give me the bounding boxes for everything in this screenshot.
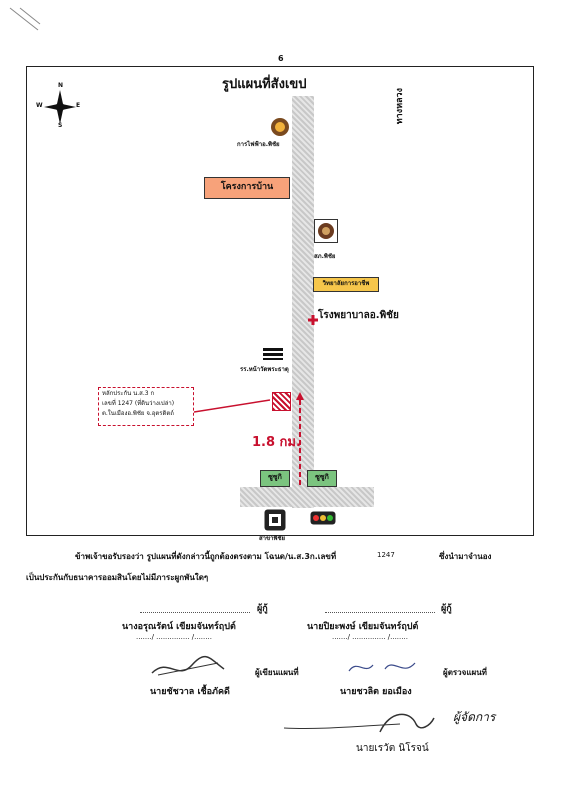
map-frame-right bbox=[533, 66, 534, 536]
map-maker-name: นายชัชวาล เชื้อภัคดี bbox=[150, 687, 230, 697]
callout-arrow bbox=[193, 396, 274, 416]
compass-w: W bbox=[36, 102, 43, 109]
road-label: ทางหลวง bbox=[395, 88, 405, 125]
traffic-light-icon bbox=[310, 510, 336, 525]
electricity-logo-icon bbox=[270, 117, 290, 137]
certification-suffix: ซึ่งนำมาจำนอง bbox=[439, 552, 492, 561]
compass-s: S bbox=[58, 122, 63, 129]
callout-line-2: เลขที่ 1247 (ที่ดินว่างเปล่า) bbox=[102, 400, 175, 407]
callout-line-3: ต.ในเมืองอ.พิชัย จ.อุตรดิตถ์ bbox=[102, 410, 174, 417]
hospital-label: โรงพยาบาลอ.พิชัย bbox=[318, 310, 399, 321]
party1-label: ผู้กู้ bbox=[257, 604, 268, 614]
map-maker-signature bbox=[148, 655, 228, 681]
police-logo-icon bbox=[314, 219, 338, 243]
map-checker-label: ผู้ตรวจแผนที่ bbox=[443, 668, 487, 677]
collateral-plot bbox=[272, 392, 291, 411]
map-frame-top bbox=[26, 66, 534, 67]
map-checker-name: นายชวลิต ยอเมือง bbox=[340, 687, 412, 697]
bank-label: สาขาพิชัย bbox=[259, 535, 286, 542]
certification-number: 1247 bbox=[377, 551, 395, 559]
collateral-callout: หลักประกัน น.ส.3 ก เลขที่ 1247 (ที่ดินว่… bbox=[98, 387, 194, 426]
police-label: สภ.พิชัย bbox=[314, 253, 336, 260]
manager-title: ผู้จัดการ bbox=[453, 710, 496, 724]
signature-line-2 bbox=[325, 596, 435, 613]
map-checker-signature bbox=[345, 655, 425, 679]
college-box: วิทยาลัยการอาชีพ bbox=[313, 277, 379, 292]
party1-date: ......./ ............... /........ bbox=[136, 633, 212, 641]
hospital-cross-icon bbox=[308, 310, 318, 325]
callout-line-1: หลักประกัน น.ส.3 ก bbox=[102, 390, 155, 397]
school-flag-icon bbox=[262, 346, 284, 360]
cross-road bbox=[240, 487, 374, 507]
map-maker-label: ผู้เขียนแผนที่ bbox=[255, 668, 299, 677]
compass-e: E bbox=[76, 102, 81, 109]
party1-name: นางอรุณรัตน์ เขียมจันทร์ฤปต์ bbox=[122, 622, 236, 632]
corner-mark bbox=[8, 6, 42, 34]
distance-label: 1.8 กม. bbox=[252, 435, 301, 450]
compass-n: N bbox=[58, 82, 64, 89]
certification-line-2: เป็นประกันกับธนาคารออมสินโดยไม่มีภาระผูก… bbox=[26, 573, 209, 582]
school-label: รร.หน้าวัดพระธาตุ bbox=[240, 366, 289, 373]
bank-logo-icon bbox=[264, 509, 286, 531]
compass-rose-icon bbox=[38, 84, 82, 130]
certification-line-1: ข้าพเจ้าขอรับรองว่า รูปแผนที่ดังกล่าวนี้… bbox=[75, 552, 337, 561]
manager-name: นายเรวัต นิโรจน์ bbox=[356, 743, 429, 754]
party2-label: ผู้กู้ bbox=[441, 604, 452, 614]
party2-name: นายปิยะพงษ์ เขียมจันทร์ฤปต์ bbox=[307, 622, 419, 632]
party2-date: ......./ ............... /........ bbox=[332, 633, 408, 641]
distance-line bbox=[295, 392, 305, 488]
map-frame-left bbox=[26, 66, 27, 536]
shop-left-box: ซูซูกิ bbox=[260, 470, 290, 487]
housing-project-box: โครงการบ้าน bbox=[204, 177, 290, 199]
map-title: รูปแผนที่สังเขป bbox=[222, 77, 307, 92]
map-frame-bottom bbox=[26, 535, 534, 536]
page-number: 6 bbox=[278, 54, 284, 63]
electricity-label: การไฟฟ้าอ.พิชัย bbox=[237, 141, 280, 148]
signature-line-1 bbox=[140, 596, 250, 613]
shop-right-box: ซูซูกิ bbox=[307, 470, 337, 487]
manager-signature bbox=[280, 706, 440, 736]
main-road bbox=[292, 96, 314, 508]
